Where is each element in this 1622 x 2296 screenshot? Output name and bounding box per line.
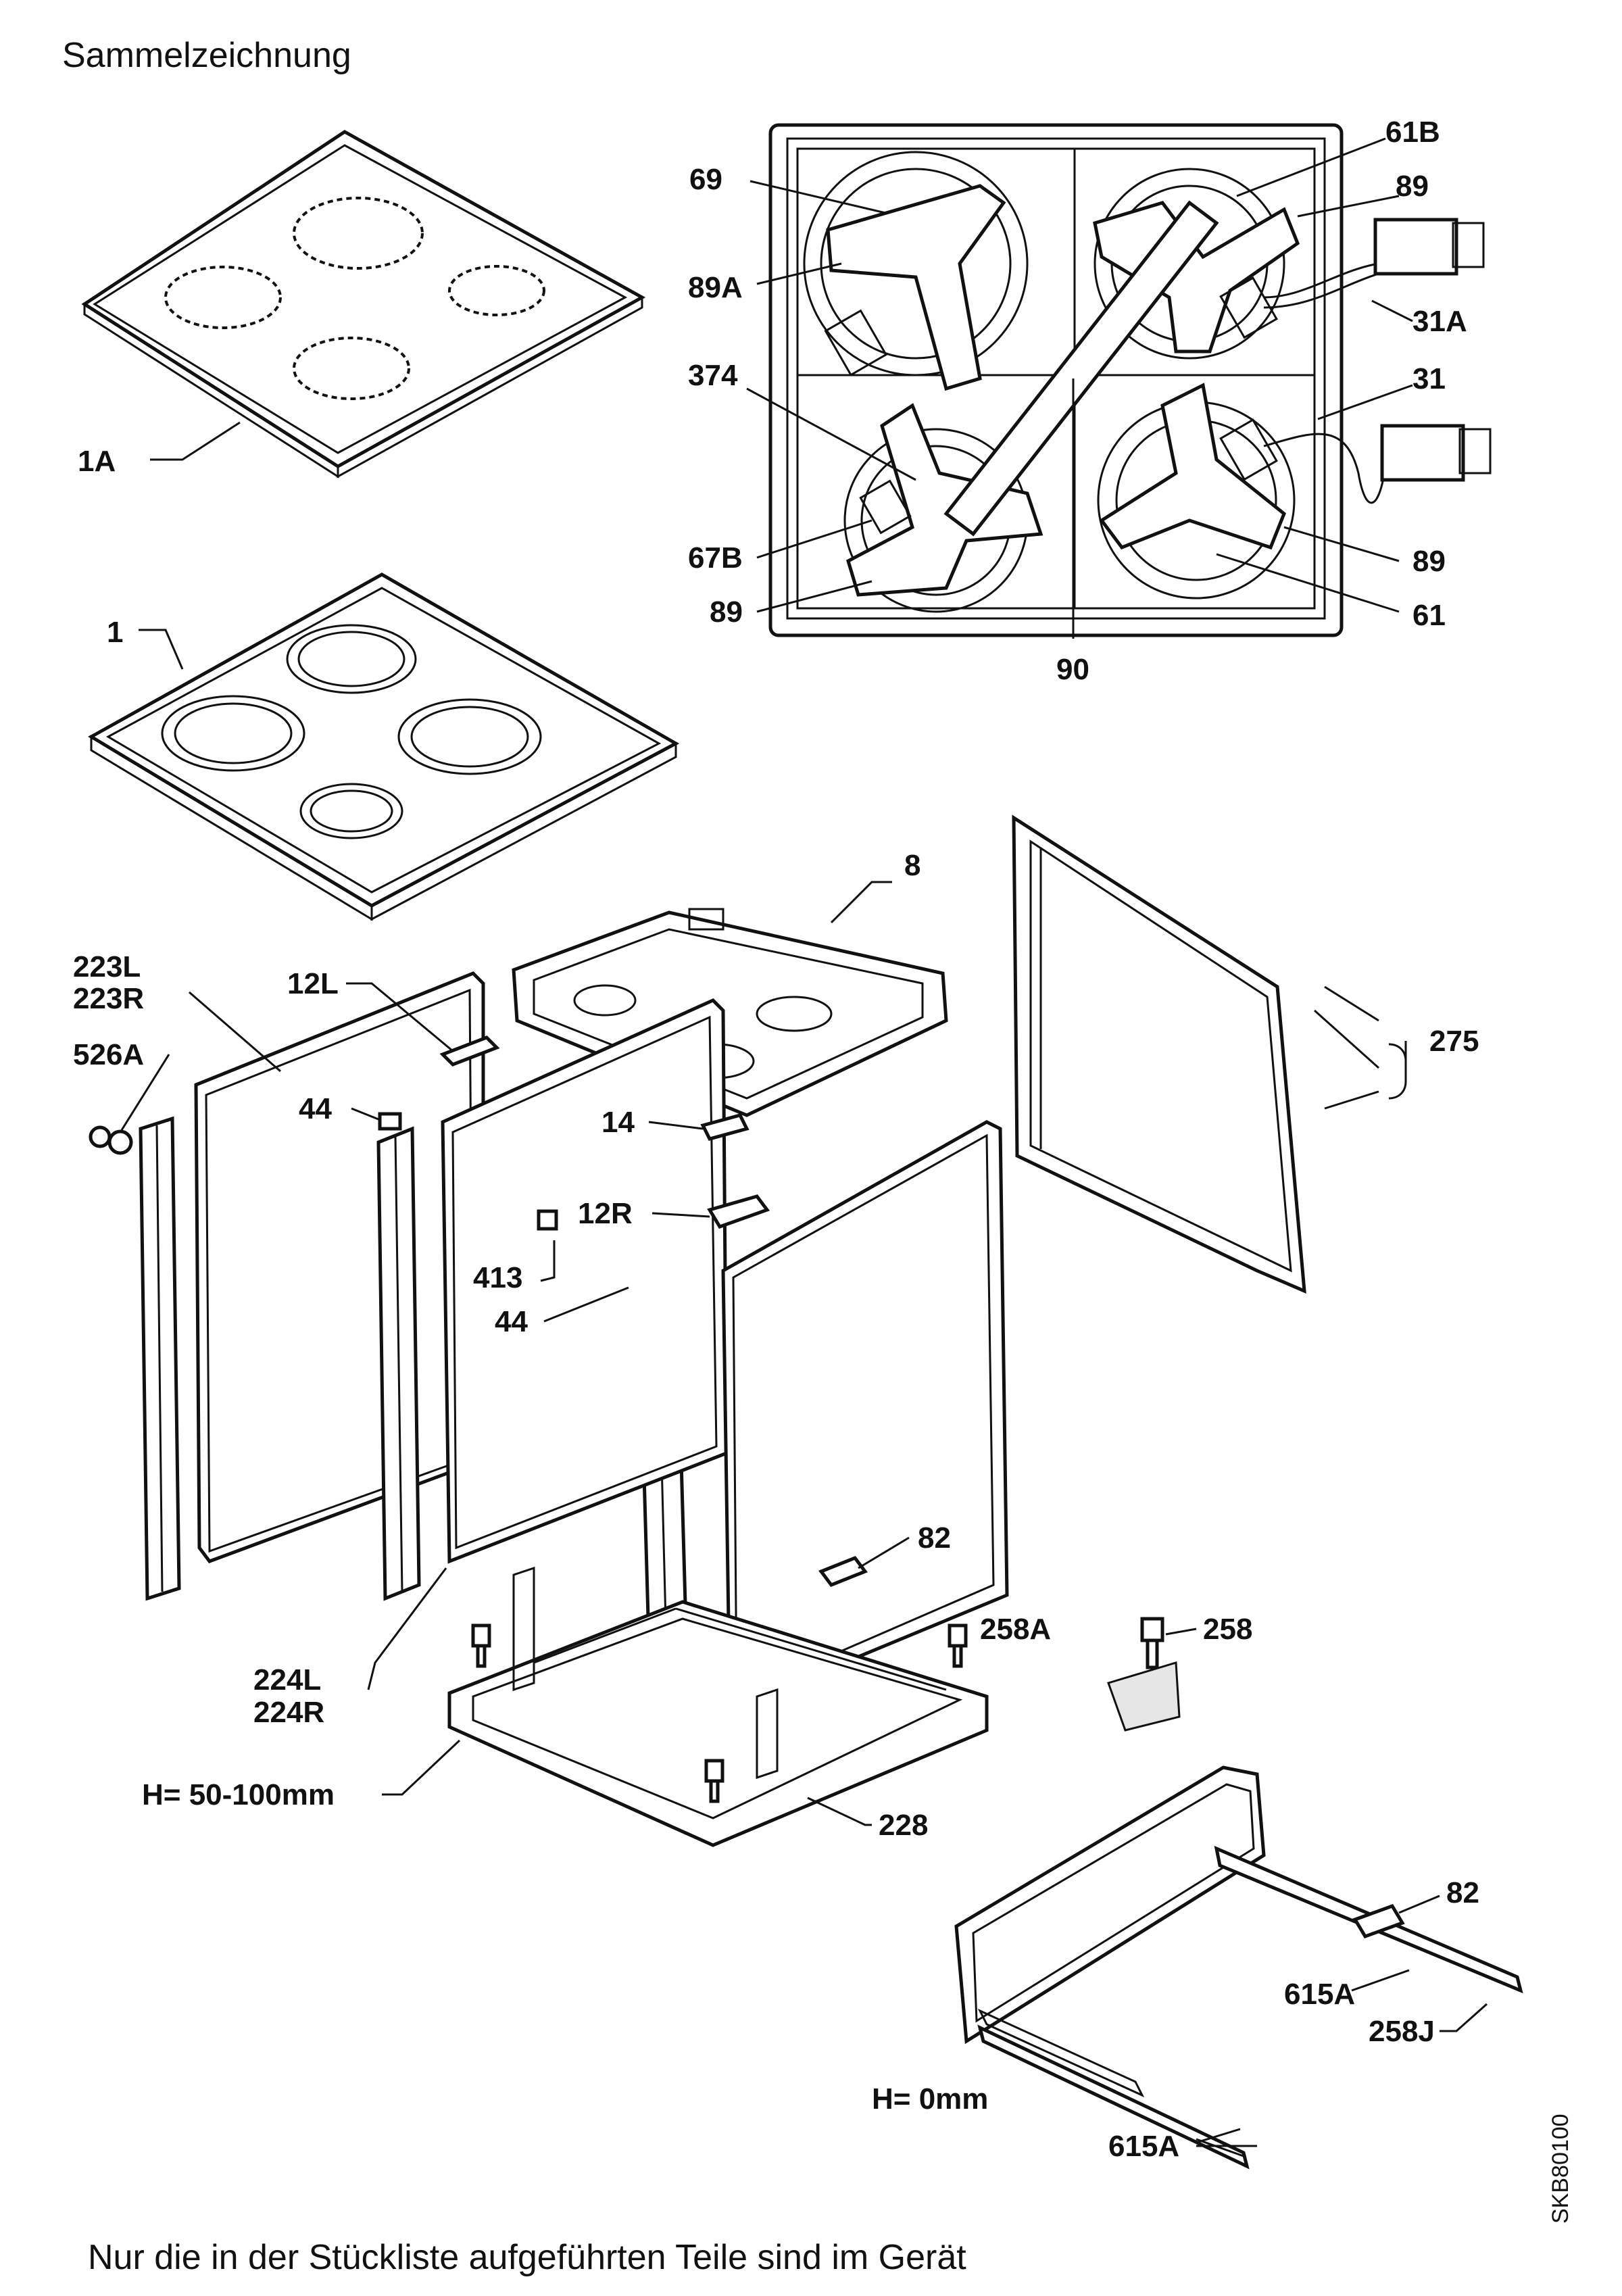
glass-ceramic-hob-top [81, 130, 646, 479]
cross-bar [943, 200, 1219, 537]
callout-44-top: 44 [299, 1092, 332, 1125]
back-panel [1012, 814, 1306, 1294]
callout-224L: 224L [253, 1663, 321, 1696]
callout-615A-upper: 615A [1284, 1978, 1355, 2011]
callout-258J: 258J [1369, 2015, 1435, 2048]
clip-44-top [378, 1112, 402, 1131]
callout-89-upper-right: 89 [1396, 170, 1429, 203]
callout-1: 1 [107, 616, 123, 649]
callout-14: 14 [601, 1106, 635, 1139]
drawing-title: Sammelzeichnung [62, 36, 351, 75]
callout-90: 90 [1056, 653, 1089, 686]
callout-223L: 223L [73, 950, 141, 983]
heating-element-bottom-right [1097, 383, 1296, 600]
connector-plug-31 [1380, 424, 1465, 482]
fitting-526A [89, 1125, 133, 1155]
part-413 [537, 1209, 558, 1231]
side-rail-middle [376, 1126, 421, 1601]
side-panel-left [194, 971, 485, 1563]
callout-69: 69 [689, 163, 722, 196]
fixing-clip-82-upper [818, 1555, 868, 1588]
callout-223R: 223R [73, 982, 144, 1015]
enamel-hob-top [88, 572, 680, 921]
callout-44-lower: 44 [495, 1305, 528, 1338]
callout-67B: 67B [688, 541, 743, 575]
callout-89-lower-left: 89 [710, 595, 743, 629]
inner-side-panel [441, 998, 729, 1564]
footer-note: Nur die in der Stückliste aufgeführten T… [88, 2238, 966, 2277]
hob-underside-panel [768, 123, 1492, 637]
callout-89A: 89A [688, 271, 743, 304]
callout-8: 8 [904, 849, 920, 882]
callout-height-0: H= 0mm [872, 2082, 988, 2116]
connector-plug-31A [1373, 218, 1458, 276]
callout-12L: 12L [287, 967, 339, 1000]
callout-228: 228 [879, 1809, 928, 1842]
callout-275: 275 [1429, 1025, 1479, 1058]
callout-82-upper: 82 [918, 1521, 951, 1555]
base-frame [447, 1566, 989, 1847]
callout-374: 374 [688, 359, 738, 392]
callout-12R: 12R [578, 1197, 633, 1230]
callout-89-lower-right: 89 [1412, 545, 1446, 578]
bracket-12L [439, 1035, 500, 1067]
foot-258 [1107, 1617, 1181, 1732]
callout-61B: 61B [1385, 116, 1440, 149]
bracket-12R [707, 1194, 770, 1229]
callout-526A: 526A [73, 1038, 144, 1071]
fixing-clip-82-lower [1352, 1903, 1405, 1939]
callout-1A: 1A [78, 445, 116, 478]
side-rail-left [139, 1116, 181, 1601]
heating-element-top-left [803, 151, 1029, 391]
callout-61: 61 [1412, 599, 1446, 632]
callout-82-lower: 82 [1446, 1876, 1479, 1909]
callout-258: 258 [1203, 1613, 1252, 1646]
callout-height-50-100: H= 50-100mm [142, 1778, 335, 1811]
callout-224R: 224R [253, 1696, 324, 1729]
adjustable-foot-258A [471, 1623, 968, 1803]
callout-31: 31 [1412, 362, 1446, 395]
heating-element-bottom-left [843, 403, 1043, 613]
plinth-assembly-h0 [954, 1765, 1523, 2170]
top-mounting-tray [512, 908, 948, 1117]
callout-413: 413 [473, 1261, 522, 1294]
callout-258A: 258A [980, 1613, 1051, 1646]
clip-14 [700, 1113, 749, 1141]
callout-615A-lower: 615A [1108, 2130, 1179, 2163]
drawing-code: SKB80100 [1548, 2114, 1573, 2224]
callout-31A: 31A [1412, 305, 1467, 338]
